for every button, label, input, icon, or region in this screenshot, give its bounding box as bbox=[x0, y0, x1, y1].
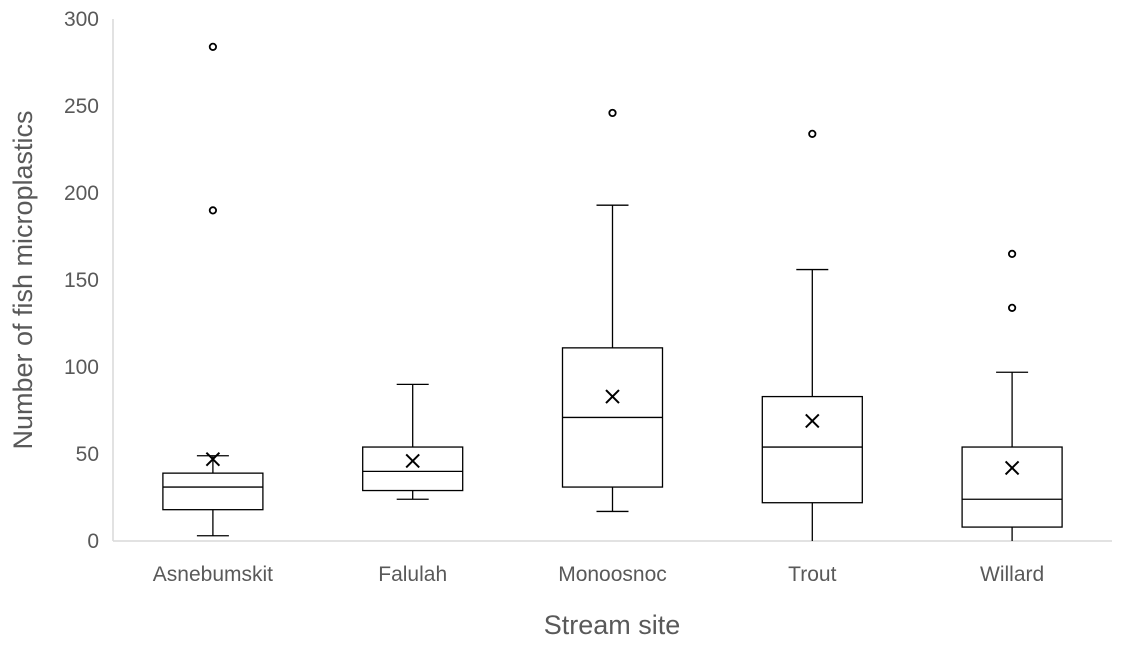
mean-marker bbox=[605, 389, 620, 404]
axes bbox=[112, 19, 1112, 542]
iqr-box bbox=[761, 395, 863, 504]
box-group bbox=[961, 249, 1063, 541]
y-tick-label: 100 bbox=[64, 356, 99, 379]
mean-marker bbox=[405, 453, 420, 469]
x-axis-ticks: Asnebumskit Falulah Monoosnoc Trout Willard bbox=[153, 563, 1044, 586]
mean-marker bbox=[805, 413, 820, 429]
y-tick-label: 250 bbox=[64, 95, 99, 118]
box-group bbox=[362, 383, 464, 500]
x-axis-title: Stream site bbox=[544, 610, 681, 640]
outlier-point bbox=[208, 206, 217, 215]
mean-marker bbox=[205, 452, 221, 467]
outlier-point bbox=[1007, 303, 1017, 312]
outlier-point bbox=[208, 42, 217, 51]
outlier-point bbox=[808, 129, 817, 138]
y-axis-title: Number of fish microplastics bbox=[8, 110, 38, 449]
iqr-box bbox=[162, 472, 264, 511]
x-tick-label: Asnebumskit bbox=[153, 563, 273, 586]
iqr-box bbox=[961, 446, 1063, 528]
y-tick-label: 150 bbox=[64, 269, 99, 292]
box-group bbox=[162, 42, 264, 537]
box-group bbox=[561, 108, 664, 513]
y-tick-label: 0 bbox=[87, 530, 99, 553]
y-tick-label: 50 bbox=[76, 443, 99, 466]
x-tick-label: Willard bbox=[980, 563, 1044, 586]
x-tick-label: Trout bbox=[788, 563, 836, 586]
box-series bbox=[162, 42, 1063, 541]
y-tick-label: 200 bbox=[64, 182, 99, 205]
box-group bbox=[761, 129, 863, 541]
y-tick-label: 300 bbox=[64, 8, 99, 31]
mean-marker bbox=[1004, 460, 1020, 476]
iqr-box bbox=[362, 446, 464, 492]
outlier-point bbox=[608, 108, 617, 118]
x-tick-label: Monoosnoc bbox=[558, 563, 667, 586]
x-tick-label: Falulah bbox=[378, 563, 447, 586]
outlier-point bbox=[1007, 249, 1017, 258]
y-axis-ticks: 0 50 100 150 200 250 300 bbox=[64, 8, 99, 553]
